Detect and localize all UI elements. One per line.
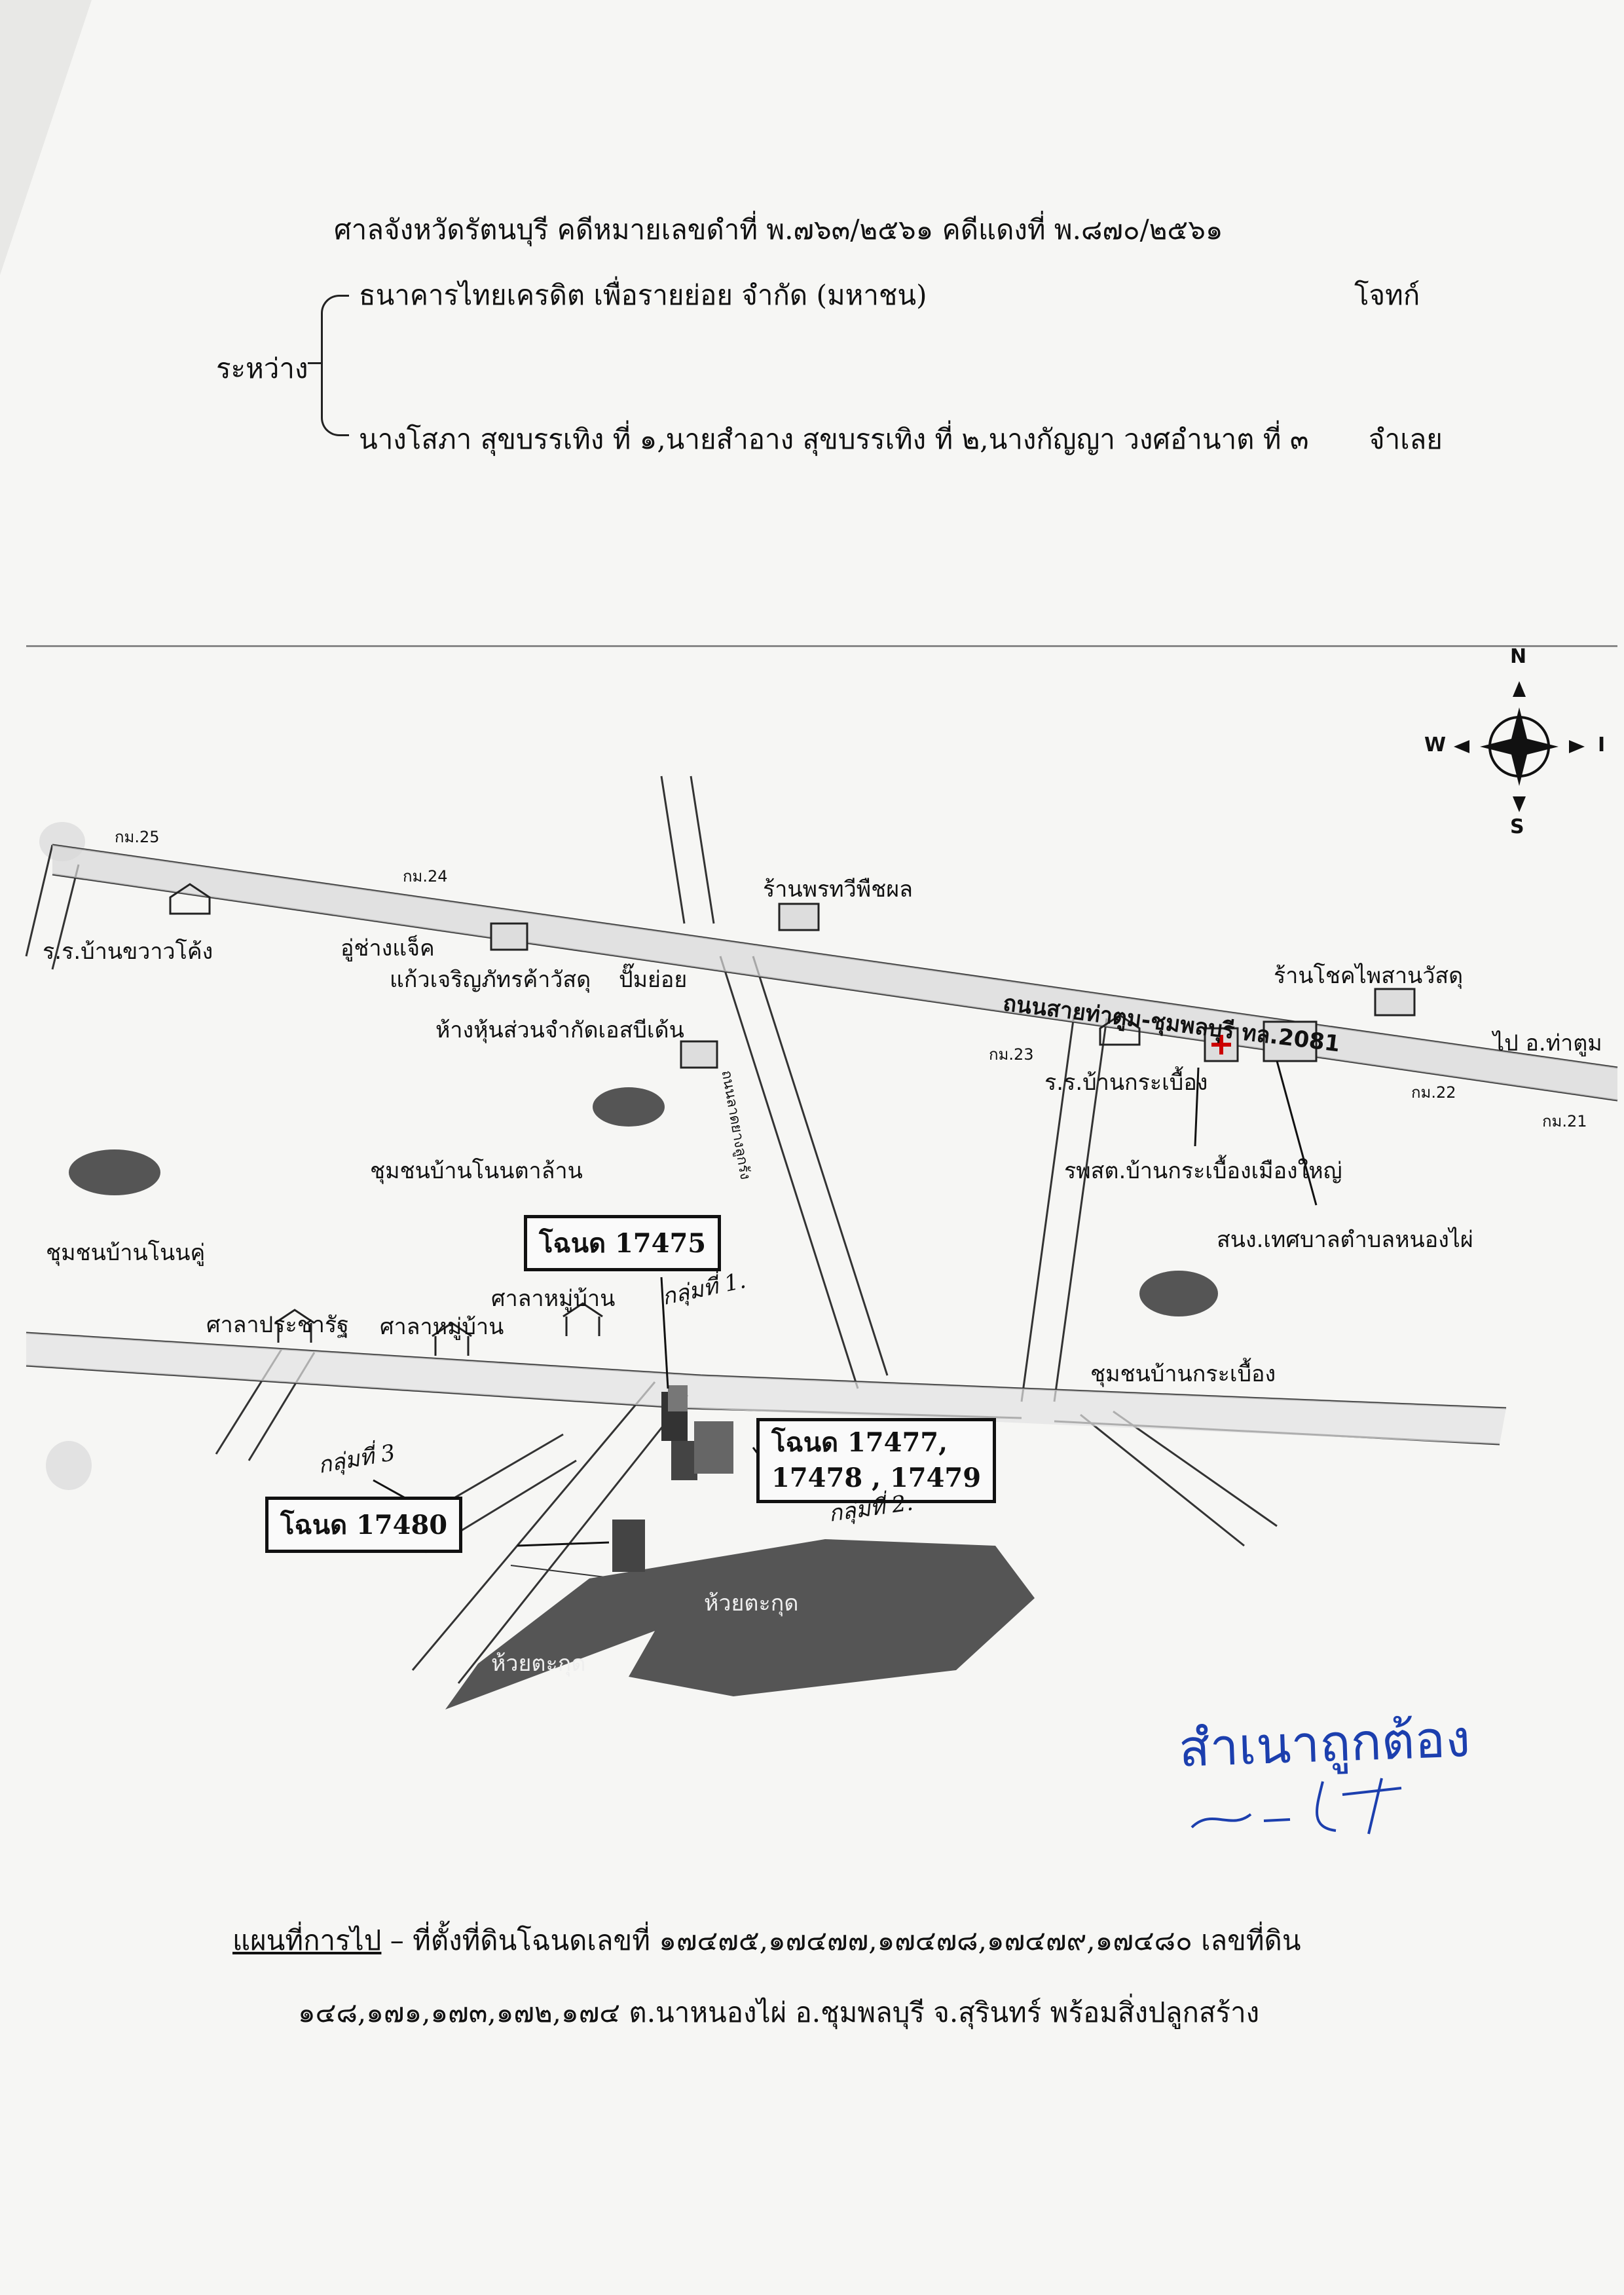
arrow-g1 [660, 1277, 669, 1389]
party-bracket [321, 295, 349, 436]
label-gas-pump: ปั๊มย่อย [619, 967, 688, 993]
label-municipal: สนง.เทศบาลตำบลหนองไผ่ [1217, 1227, 1473, 1253]
km-post-25: กม.25 [115, 828, 160, 846]
compass-south-label: S [1510, 815, 1524, 838]
label-partnership: ห้างหุ้นส่วนจำกัดเอสบีเด้น [435, 1017, 684, 1043]
label-school-khwao: ร.ร.บ้านขวาวโค้ง [43, 939, 213, 965]
arrow-17480 [517, 1541, 610, 1547]
sala-village-2-shape [563, 1302, 603, 1336]
deed-box-17480: โฉนด 17480 [265, 1497, 463, 1553]
creek-area [445, 1539, 1035, 1709]
label-sala-pracharat: ศาลาประชารัฐ [206, 1312, 349, 1338]
label-community-krabueang: ชุมชนบ้านกระเบื้อง [1090, 1361, 1276, 1387]
between-label: ระหว่าง [216, 352, 308, 384]
km-post-22: กม.22 [1411, 1083, 1456, 1102]
km-post-23: กม.23 [989, 1045, 1034, 1064]
km-post-21: กม.21 [1542, 1112, 1587, 1130]
building-hardware [490, 922, 528, 951]
label-hardware: แก้วเจริญภัทรค้าวัสดุ [390, 967, 591, 993]
defendant-names: นางโสภา สุขบรรเทิง ที่ ๑,นายสำอาง สุขบรร… [359, 423, 1309, 455]
plot-17478 [694, 1421, 733, 1474]
school-krabueang-shape [1099, 1014, 1141, 1046]
hospital-cross [1211, 1035, 1231, 1054]
compass-rose [1454, 681, 1585, 812]
km-post-24: กม.24 [403, 867, 448, 886]
building-hospital [1263, 1020, 1318, 1062]
map-caption-line1: แผนที่การไป – ที่ตั้งที่ดินโฉนดเลขที่ ๑๗… [232, 1919, 1301, 1962]
label-community-nonku: ชุมชนบ้านโนนคู่ [46, 1240, 206, 1266]
building-chok [1374, 988, 1416, 1017]
label-school-krabueang: ร.ร.บ้านกระเบื้อง [1044, 1070, 1208, 1096]
map-caption-title: แผนที่การไป [232, 1924, 382, 1956]
plot-17477 [671, 1441, 697, 1480]
route-map [25, 775, 1618, 1709]
label-creek-2: ห้วยตะกุด [491, 1651, 586, 1677]
label-hospital: รพสต.บ้านกระเบื้องเมืองใหญ่ [1064, 1158, 1342, 1184]
school-khwao-shape [169, 883, 211, 915]
deed-17477-line2: 17478 , 17479 [771, 1463, 982, 1493]
label-shop-pattra: ร้านพรทวีพืชผล [763, 876, 913, 903]
punch-hole [46, 1441, 92, 1490]
arrow-hospital [1194, 1067, 1200, 1147]
party-bracket-tick [308, 362, 322, 364]
map-caption-rest: – ที่ตั้งที่ดินโฉนดเลขที่ ๑๗๔๗๕,๑๗๔๗๗,๑๗… [381, 1924, 1301, 1956]
plaintiff-name: ธนาคารไทยเครดิต เพื่อรายย่อย จำกัด (มหาช… [359, 279, 927, 311]
folded-corner [0, 0, 92, 275]
lower-road-fill [26, 1333, 1506, 1444]
direction-label: ไป อ.ท่าตูม [1493, 1030, 1602, 1056]
label-mechanic: อู่ช่างแจ็ค [341, 935, 435, 961]
label-creek-1: ห้วยตะกุด [704, 1590, 799, 1616]
plot-17480 [612, 1520, 645, 1572]
sala-pracharat-shape [274, 1309, 315, 1343]
deed-17477-line1: โฉนด 17477, [771, 1427, 948, 1458]
community-nontalan-shape [593, 1087, 665, 1127]
sala-village-1-shape [432, 1322, 472, 1356]
compass-east-label: I [1598, 734, 1606, 756]
signature [1190, 1778, 1402, 1835]
label-shop-chok: ร้านโชคไพสานวัสดุ [1274, 963, 1464, 989]
deed-box-17477: โฉนด 17477, 17478 , 17479 [756, 1418, 997, 1503]
building-pattra [778, 903, 820, 931]
defendant-role: จำเลย [1369, 423, 1443, 455]
arrow-municipal [1276, 1060, 1318, 1206]
compass-west-label: W [1424, 734, 1447, 756]
map-caption-line2: ๑๔๘,๑๗๑,๑๗๓,๑๗๒,๑๗๔ ต.นาหนองไผ่ อ.ชุมพลบ… [298, 1996, 1260, 2028]
label-community-nontalan: ชุมชนบ้านโนนตาล้าน [370, 1158, 583, 1184]
plaintiff-role: โจทก์ [1354, 279, 1420, 311]
deed-box-17475: โฉนด 17475 [524, 1215, 722, 1271]
community-krabueang-shape [1139, 1271, 1218, 1316]
building-partnership [680, 1040, 718, 1069]
label-sala-village-2: ศาลาหมู่บ้าน [491, 1286, 616, 1312]
separator-line [26, 645, 1617, 647]
compass-north-label: N [1510, 645, 1527, 668]
court-line: ศาลจังหวัดรัตนบุรี คดีหมายเลขดำที่ พ.๗๖๓… [334, 214, 1223, 246]
label-sala-village-1: ศาลาหมู่บ้าน [380, 1314, 504, 1340]
community-nonku-shape [69, 1149, 160, 1195]
